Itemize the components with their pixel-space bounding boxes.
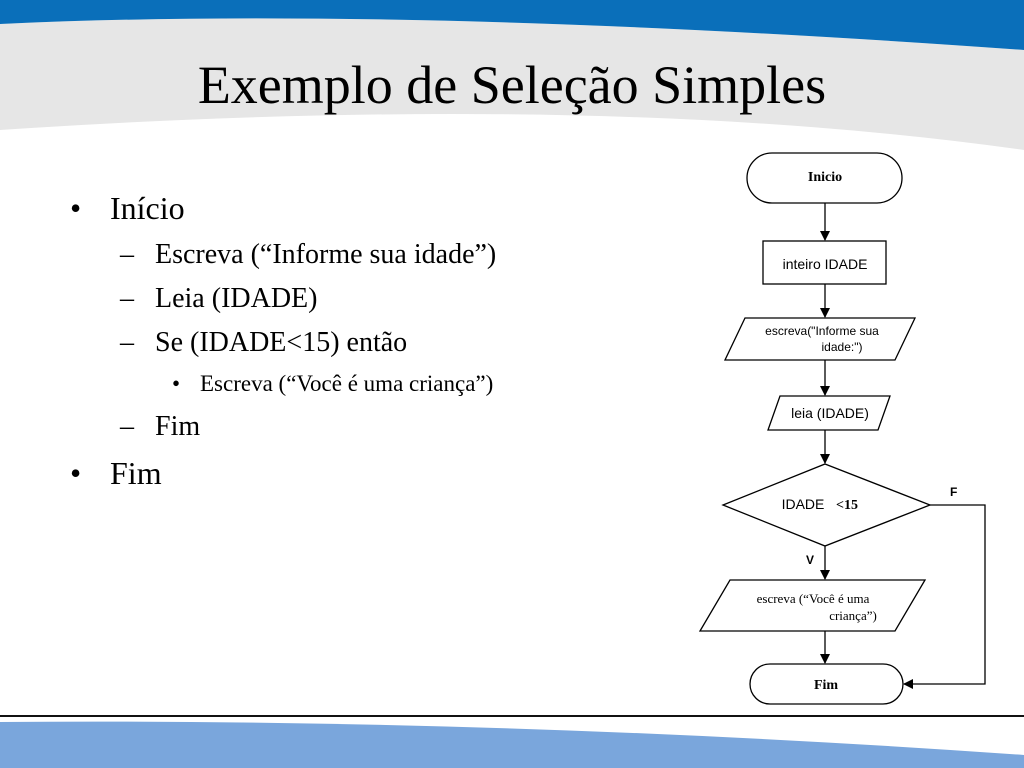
arrow-decision-false (903, 504, 986, 689)
declare-box (762, 240, 887, 285)
end-label: Fim (814, 678, 838, 693)
write1-parallelogram (723, 317, 917, 361)
bottom-blue-band (0, 721, 1024, 768)
write1-label-line1: escreva("Informe sua (765, 324, 879, 338)
write2-label-line1: escreva (“Você é uma (757, 591, 870, 606)
true-label: V (806, 553, 814, 567)
bullet-escreva: Escreva (“Informe sua idade”) (70, 239, 670, 271)
bullet-leia: Leia (IDADE) (70, 283, 670, 315)
read-label: leia (IDADE) (791, 405, 869, 421)
read-parallelogram (767, 395, 891, 431)
bullet-fim-outer: Fim (70, 455, 670, 492)
bullet-list: Início Escreva (“Informe sua idade”) Lei… (70, 190, 670, 504)
bullet-fim-inner: Fim (70, 411, 670, 443)
slide-title: Exemplo de Seleção Simples (197, 55, 827, 115)
write2-label-line2: criança”) (829, 608, 877, 623)
false-label: F (950, 485, 957, 499)
decision-label-left: IDADE (782, 496, 825, 512)
decision-label-right: <15 (836, 498, 858, 513)
top-blue-band (0, 0, 1024, 50)
write2-parallelogram (698, 579, 927, 632)
flowchart: Inicio inteiro IDADE escreva("Informe su… (698, 152, 986, 705)
bullet-escreva-crianca: Escreva (“Você é uma criança”) (70, 371, 670, 397)
bullet-inicio: Início (70, 190, 670, 227)
declare-label: inteiro IDADE (783, 256, 868, 272)
top-light-band (0, 18, 1024, 150)
decision-diamond (721, 463, 932, 547)
bullet-se: Se (IDADE<15) então (70, 327, 670, 359)
write1-label-line2: idade:") (822, 340, 863, 354)
start-label: Inicio (808, 170, 842, 185)
